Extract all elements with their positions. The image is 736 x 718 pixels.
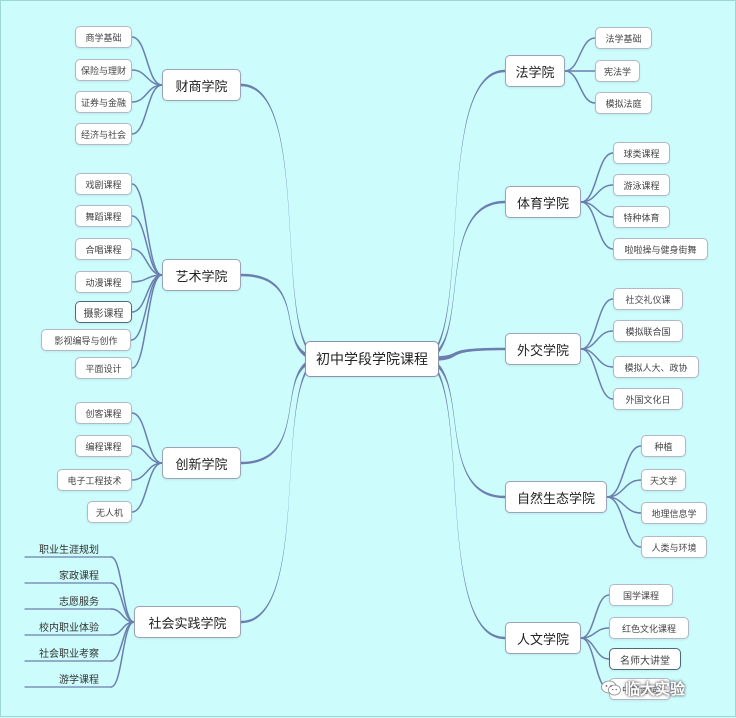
- sublink-shehui-5: [110, 621, 135, 688]
- wechat-icon: [601, 680, 621, 696]
- root-node: 初中学段学院课程: [305, 341, 439, 377]
- leaf-shehui-3: 校内职业体验: [39, 622, 99, 634]
- sublink-yishu-5: [130, 274, 163, 341]
- sublink-yishu-2: [131, 248, 163, 276]
- sublink-yishu-0: [131, 183, 163, 276]
- leaf-tiyu-2: 特种体育: [613, 206, 670, 228]
- sublink-caishang-0: [131, 36, 163, 86]
- leaf-shehui-0: 职业生涯规划: [39, 544, 99, 556]
- leaf-renwen-3: 中华诗词: [609, 678, 671, 700]
- sublink-waijiao-3: [580, 348, 614, 400]
- leaf-renwen-0: 国学课程: [609, 584, 673, 606]
- leaf-shehui-4: 社会职业考察: [39, 648, 99, 660]
- sublink-yishu-1: [131, 215, 163, 276]
- sublink-tiyu-1: [580, 184, 614, 203]
- sublink-tiyu-0: [580, 152, 614, 203]
- college-caishang: 财商学院: [162, 69, 241, 101]
- leaf-yishu-3: 动漫课程: [75, 271, 132, 293]
- leaf-yishu-0: 戏剧课程: [75, 173, 132, 195]
- leaf-shehui-1: 家政课程: [59, 570, 99, 582]
- branch-ziran: [421, 356, 505, 499]
- leaf-yishu-6: 平面设计: [75, 357, 132, 379]
- leaf-caishang-1: 保险与理财: [75, 59, 132, 81]
- leaf-yishu-1: 舞蹈课程: [75, 205, 132, 227]
- leaf-yishu-4: 摄影课程: [75, 301, 132, 323]
- branch-tiyu: [421, 200, 505, 362]
- sublink-renwen-0: [580, 594, 610, 639]
- sublink-waijiao-0: [580, 298, 614, 350]
- leaf-ziran-1: 天文学: [641, 469, 686, 491]
- leaf-tiyu-1: 游泳课程: [613, 174, 670, 196]
- college-ziran: 自然生态学院: [505, 481, 607, 513]
- sublink-ziran-1: [606, 479, 642, 498]
- leaf-renwen-1: 红色文化课程: [609, 617, 689, 639]
- leaf-faxue-0: 法学基础: [595, 27, 652, 49]
- leaf-shehui-5: 游学课程: [59, 674, 99, 686]
- sublink-renwen-2: [580, 637, 610, 660]
- sublink-chuangxin-0: [131, 412, 163, 464]
- leaf-caishang-0: 商学基础: [75, 26, 132, 48]
- branch-shehui: [241, 356, 323, 624]
- leaf-caishang-3: 经济与社会: [75, 123, 132, 145]
- sublink-ziran-0: [606, 445, 642, 498]
- sublink-faxue-2: [564, 70, 596, 104]
- leaf-waijiao-0: 社交礼仪课: [613, 288, 683, 310]
- sublink-shehui-1: [110, 582, 135, 623]
- branch-waijiao: [421, 347, 505, 362]
- leaf-yishu-5: 影视编导与创作: [41, 329, 131, 351]
- leaf-shehui-2: 志愿服务: [59, 596, 99, 608]
- leaf-chuangxin-1: 编程课程: [75, 435, 132, 457]
- college-yishu: 艺术学院: [162, 259, 241, 291]
- sublink-tiyu-3: [580, 201, 614, 250]
- college-renwen: 人文学院: [505, 622, 581, 654]
- sublink-caishang-3: [131, 84, 163, 135]
- sublink-yishu-6: [131, 274, 163, 369]
- branch-renwen: [421, 356, 505, 640]
- leaf-chuangxin-2: 电子工程技术: [57, 469, 132, 491]
- college-tiyu: 体育学院: [505, 186, 581, 218]
- leaf-ziran-2: 地理信息学: [641, 502, 707, 524]
- sublink-ziran-3: [606, 496, 642, 548]
- branch-caishang: [241, 83, 323, 362]
- college-chuangxin: 创新学院: [162, 447, 241, 479]
- sublink-chuangxin-1: [131, 445, 163, 464]
- sublink-chuangxin-3: [131, 462, 163, 513]
- leaf-tiyu-0: 球类课程: [613, 142, 670, 164]
- leaf-faxue-2: 模拟法庭: [595, 92, 652, 114]
- leaf-tiyu-3: 啦啦操与健身街舞: [613, 238, 708, 260]
- leaf-chuangxin-0: 创客课程: [75, 402, 132, 424]
- college-faxue: 法学院: [505, 55, 565, 87]
- watermark-text: 临大实验: [625, 679, 686, 698]
- college-waijiao: 外交学院: [505, 333, 581, 365]
- leaf-caishang-2: 证券与金融: [75, 91, 132, 113]
- sublink-waijiao-1: [580, 330, 614, 350]
- leaf-ziran-0: 种植: [641, 435, 686, 457]
- branch-faxue: [421, 69, 505, 362]
- leaf-faxue-1: 宪法学: [595, 60, 640, 82]
- leaf-waijiao-1: 模拟联合国: [613, 320, 683, 342]
- leaf-waijiao-2: 模拟人大、政协: [613, 356, 699, 378]
- leaf-chuangxin-3: 无人机: [87, 501, 132, 523]
- sublink-shehui-0: [110, 556, 135, 623]
- leaf-waijiao-3: 外国文化日: [613, 388, 683, 410]
- leaf-yishu-2: 合唱课程: [75, 238, 132, 260]
- sublink-faxue-0: [564, 37, 596, 72]
- college-shehui: 社会实践学院: [134, 606, 241, 638]
- leaf-ziran-3: 人类与环境: [641, 536, 707, 558]
- leaf-renwen-2: 名师大讲堂: [609, 648, 681, 670]
- watermark: 临大实验: [601, 675, 685, 701]
